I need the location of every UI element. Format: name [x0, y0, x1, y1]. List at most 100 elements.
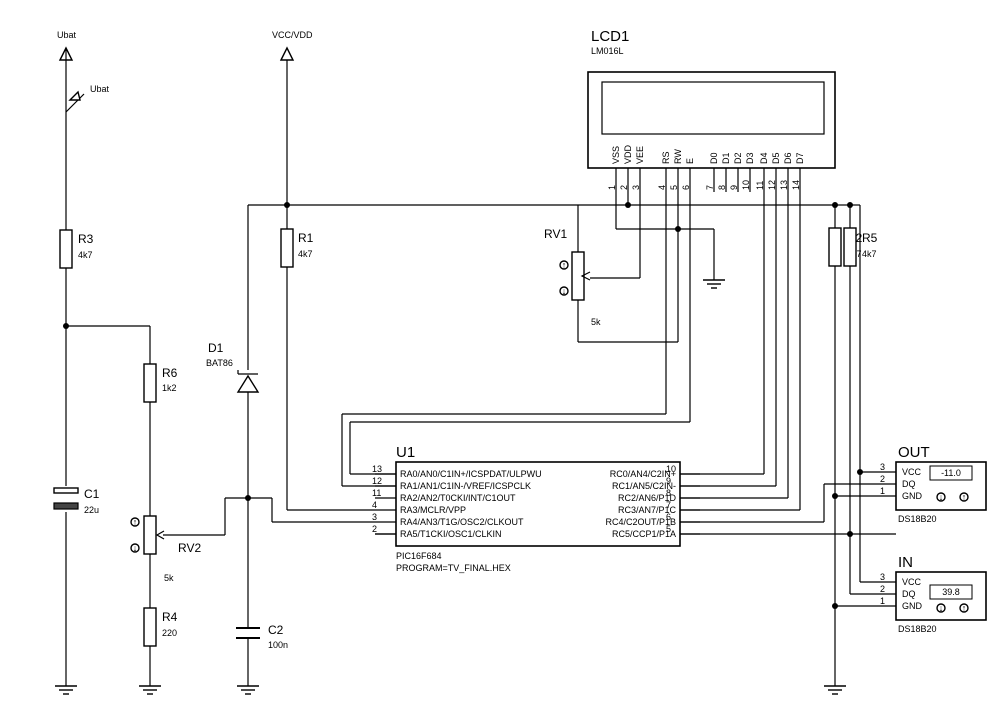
mcu-left-pin-number: 13: [372, 464, 382, 474]
sensor-out-ref: OUT: [898, 444, 930, 461]
r1-value: 4k7: [298, 249, 313, 259]
sensor-out-reading: -11.0: [941, 468, 961, 478]
r3-value: 4k7: [78, 250, 93, 260]
lcd-pin-number: 4: [657, 185, 667, 190]
lcd-pin-number: 7: [705, 185, 715, 190]
lcd-pin-name: D3: [745, 152, 755, 164]
r4-value: 220: [162, 628, 177, 638]
ubat-probe-label: Ubat: [90, 84, 110, 94]
lcd-pins: VSS1VDD2VEE3RS4RW5E6D07D18D29D310D411D51…: [607, 144, 805, 192]
mcu-left-pin-number: 3: [372, 512, 377, 522]
lcd-pin-number: 8: [717, 185, 727, 190]
svg-text:↓: ↓: [562, 286, 567, 296]
mcu-right-pin-name: RC1/AN5/C2IN-: [612, 481, 676, 491]
d1-value: BAT86: [206, 358, 233, 368]
junctions: [63, 202, 863, 609]
diode-d1: D1 BAT86: [206, 341, 260, 393]
lcd-pin-name: VSS: [611, 146, 621, 164]
capacitor-c2: C2 100n: [236, 623, 288, 650]
mcu-part: PIC16F684: [396, 551, 442, 561]
mcu-right-pin-number: 7: [666, 500, 671, 510]
d1-ref: D1: [208, 341, 224, 355]
sensor-pin-name: VCC: [902, 577, 922, 587]
lcd-pin-name: D1: [721, 152, 731, 164]
sensor-in-increment-icon[interactable]: ↑: [959, 603, 969, 613]
resistor-r1: R1 4k7: [280, 228, 314, 268]
mcu-left-pin-name: RA5/T1CKI/OSC1/CLKIN: [400, 529, 502, 539]
svg-text:↑: ↑: [133, 517, 138, 527]
sensor-out-decrement-icon[interactable]: ↓: [936, 492, 946, 502]
lcd-pin-name: VDD: [623, 144, 633, 164]
sensor-in-decrement-icon[interactable]: ↓: [936, 603, 946, 613]
lcd-pin-number: 6: [681, 185, 691, 190]
lcd-pin-number: 11: [755, 181, 765, 190]
mcu-left-pin-name: RA3/MCLR/VPP: [400, 505, 466, 515]
sensor-pin-name: DQ: [902, 479, 916, 489]
rv1-value: 5k: [591, 317, 601, 327]
resistor-r4: R4 220: [143, 607, 178, 647]
svg-text:↑: ↑: [962, 492, 967, 502]
potentiometer-rv2: RV2 5k: [130, 515, 201, 583]
sensor-out-increment-icon[interactable]: ↑: [959, 492, 969, 502]
vcc-label: VCC/VDD: [272, 30, 313, 40]
rv2-arrow-icons[interactable]: ↑ ↓: [133, 517, 138, 553]
lcd-pin-name: RW: [673, 149, 683, 164]
mcu-right-pin-name: RC2/AN6/P1D: [618, 493, 677, 503]
mcu-left-pin-name: RA1/AN1/C1IN-/VREF/ICSPCLK: [400, 481, 531, 491]
mcu-right-pin-name: RC4/C2OUT/P1B: [605, 517, 676, 527]
r6-value: 1k2: [162, 383, 177, 393]
mcu-left-pin-number: 11: [372, 488, 381, 498]
mcu-right-pin-name: RC3/AN7/P1C: [618, 505, 677, 515]
lcd-pin-name: VEE: [635, 146, 645, 164]
lcd-pin-number: 14: [791, 180, 801, 190]
mcu-left-pin-name: RA4/AN3/T1G/OSC2/CLKOUT: [400, 517, 524, 527]
resistor-r3: R3 4k7: [59, 229, 94, 269]
r1-ref: R1: [298, 231, 314, 245]
resistor-r5: R5 4k7: [843, 227, 878, 267]
capacitor-c1: C1 22u: [53, 487, 100, 515]
svg-text:↓: ↓: [939, 603, 944, 613]
sensor-in-ref: IN: [898, 554, 913, 571]
lcd-module: LCD1 LM016L VSS1VDD2VEE3RS4RW5E6D07D18D2…: [587, 28, 836, 192]
sensor-pin-name: GND: [902, 491, 923, 501]
sensor-pin-number: 2: [880, 584, 885, 594]
svg-text:↓: ↓: [939, 492, 944, 502]
sensor-pin-number: 1: [880, 596, 885, 606]
mcu-program: PROGRAM=TV_FINAL.HEX: [396, 563, 511, 573]
mcu-left-pin-number: 4: [372, 500, 377, 510]
mcu-left-pin-number: 12: [372, 476, 382, 486]
lcd-pin-name: D7: [795, 152, 805, 164]
potentiometer-rv1: RV1 5k: [544, 227, 601, 327]
lcd-pin-number: 10: [741, 180, 751, 190]
sensor-in-reading: 39.8: [942, 587, 960, 597]
lcd-pin-number: 9: [729, 185, 739, 190]
lcd-pin-name: D4: [759, 152, 769, 164]
lcd-pin-name: D5: [771, 152, 781, 164]
lcd-pin-number: 13: [779, 180, 789, 190]
rv2-value: 5k: [164, 573, 174, 583]
sensor-out-part: DS18B20: [898, 514, 937, 524]
mcu-left-pin-name: RA2/AN2/T0CKI/INT/C1OUT: [400, 493, 516, 503]
ubat-probe: Ubat: [65, 84, 110, 113]
sensor-in-part: DS18B20: [898, 624, 937, 634]
mcu-left-pin-number: 2: [372, 524, 377, 534]
sensor-pin-name: VCC: [902, 467, 922, 477]
svg-text:↑: ↑: [562, 260, 567, 270]
c2-value: 100n: [268, 640, 288, 650]
lcd-pin-number: 1: [607, 185, 617, 190]
sensor-pin-number: 3: [880, 462, 885, 472]
lcd-pin-name: D2: [733, 152, 743, 164]
mcu-left-pin-name: RA0/AN0/C1IN+/ICSPDAT/ULPWU: [400, 469, 542, 479]
r5-ref: R5: [862, 231, 878, 245]
rv1-arrow-icons[interactable]: ↑ ↓: [562, 260, 567, 296]
sensor-pin-name: DQ: [902, 589, 916, 599]
c1-ref: C1: [84, 487, 100, 501]
lcd-pin-name: E: [685, 158, 695, 164]
mcu-right-pin-number: 9: [666, 476, 671, 486]
lcd-pin-name: RS: [661, 151, 671, 164]
